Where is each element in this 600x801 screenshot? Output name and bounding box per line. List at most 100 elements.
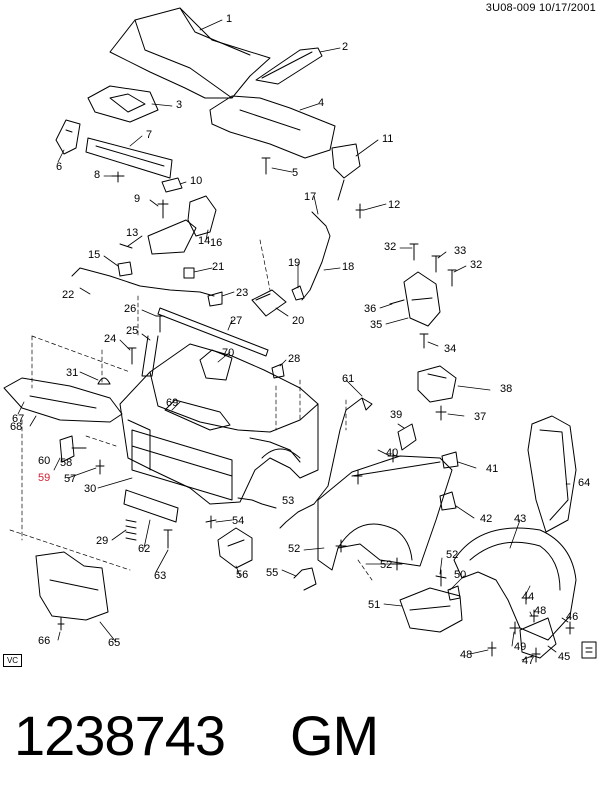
callout-40: 40 bbox=[386, 447, 398, 459]
callout-37: 37 bbox=[474, 411, 486, 423]
bolt-34-part bbox=[419, 333, 429, 349]
bolt-32a-part bbox=[409, 243, 419, 261]
bracket-6-part bbox=[55, 119, 81, 155]
callout-21: 21 bbox=[212, 261, 224, 273]
fastener-48a-part bbox=[487, 641, 497, 657]
callout-8: 8 bbox=[94, 169, 100, 181]
callout-39: 39 bbox=[390, 409, 402, 421]
latch-panel-part bbox=[87, 85, 159, 123]
footer-part-number: 1238743 bbox=[14, 704, 226, 767]
screw-66-part bbox=[57, 617, 65, 631]
leader-lines bbox=[17, 19, 571, 661]
front-fender-part bbox=[317, 455, 453, 571]
splash-shield-51-part bbox=[399, 587, 463, 633]
callout-41: 41 bbox=[486, 463, 498, 475]
callout-56: 56 bbox=[236, 569, 248, 581]
hood-seal-strip-part bbox=[157, 307, 269, 357]
callout-17: 17 bbox=[304, 191, 316, 203]
air-deflector-part bbox=[209, 95, 336, 159]
clip-23-part bbox=[207, 291, 223, 307]
callout-60: 60 bbox=[38, 455, 50, 467]
callout-25: 25 bbox=[126, 325, 138, 337]
bolt-5-part bbox=[261, 157, 271, 175]
callout-9: 9 bbox=[134, 193, 140, 205]
bracket-56-part bbox=[217, 527, 253, 569]
bracket-15-part bbox=[147, 219, 197, 255]
bolt-52b-part bbox=[335, 539, 347, 553]
callout-58: 58 bbox=[60, 457, 72, 469]
callout-7: 7 bbox=[146, 129, 152, 141]
callout-19: 19 bbox=[288, 257, 300, 269]
fastener-48b-part bbox=[529, 609, 539, 623]
bracket-39-part bbox=[397, 423, 417, 451]
callout-38: 38 bbox=[500, 383, 512, 395]
callout-47: 47 bbox=[522, 655, 534, 667]
callout-65: 65 bbox=[108, 637, 120, 649]
callout-31: 31 bbox=[66, 367, 78, 379]
callout-20: 20 bbox=[292, 315, 304, 327]
guide-lines bbox=[9, 239, 373, 581]
callout-53: 53 bbox=[282, 495, 294, 507]
mount-bracket-35-part bbox=[403, 271, 441, 327]
fastener-49-part bbox=[509, 621, 521, 635]
callout-57: 57 bbox=[64, 473, 76, 485]
callout-23: 23 bbox=[236, 287, 248, 299]
cable-61-part bbox=[279, 397, 363, 529]
spring-29-part bbox=[125, 519, 137, 541]
fastener-46-part bbox=[565, 621, 575, 635]
callout-33: 33 bbox=[454, 245, 466, 257]
brace-25-part bbox=[141, 335, 159, 377]
bolt-8-part bbox=[111, 171, 125, 183]
clip-14-part bbox=[117, 261, 133, 277]
callout-32: 32 bbox=[470, 259, 482, 271]
bolt-52c-part bbox=[435, 569, 447, 587]
callout-68: 68 bbox=[10, 421, 22, 433]
callout-49: 49 bbox=[514, 641, 526, 653]
callout-45: 45 bbox=[558, 651, 570, 663]
bumper-31-part bbox=[97, 377, 111, 385]
callout-12: 12 bbox=[388, 199, 400, 211]
clip-28-part bbox=[271, 363, 285, 379]
release-cable-part bbox=[71, 267, 215, 297]
callout-42: 42 bbox=[480, 513, 492, 525]
callout-66: 66 bbox=[38, 635, 50, 647]
label-10-part bbox=[161, 177, 183, 193]
callout-13: 13 bbox=[126, 227, 138, 239]
mount-38-part bbox=[417, 365, 457, 403]
wheelhouse-liner-part bbox=[453, 527, 577, 641]
upper-support-rail-part bbox=[85, 137, 173, 179]
callout-18: 18 bbox=[342, 261, 354, 273]
callout-44: 44 bbox=[522, 591, 534, 603]
module-20-part bbox=[251, 289, 287, 317]
bolt-37-part bbox=[435, 405, 447, 421]
callout-6: 6 bbox=[56, 161, 62, 173]
hood-part bbox=[109, 7, 271, 99]
info-badge-icon bbox=[581, 641, 597, 659]
callout-46: 46 bbox=[566, 611, 578, 623]
callout-50: 50 bbox=[454, 569, 466, 581]
diagram-header: 3U08-009 10/17/2001 bbox=[486, 2, 596, 14]
callout-52: 52 bbox=[288, 543, 300, 555]
callout-27: 27 bbox=[230, 315, 242, 327]
bolt-33-part bbox=[431, 255, 441, 273]
latch-16-part bbox=[187, 195, 217, 237]
callout-62: 62 bbox=[138, 543, 150, 555]
callout-22: 22 bbox=[62, 289, 74, 301]
bolt-57-part bbox=[205, 515, 217, 529]
callout-28: 28 bbox=[288, 353, 300, 365]
callout-1: 1 bbox=[226, 13, 232, 25]
callout-35: 35 bbox=[370, 319, 382, 331]
bolt-26-part bbox=[155, 315, 165, 333]
diagram-ref: 3U08-009 bbox=[485, 2, 536, 14]
bolt-24-part bbox=[127, 347, 137, 365]
radiator-part bbox=[131, 429, 233, 501]
clip-42-part bbox=[439, 491, 457, 511]
wire-54-part bbox=[237, 497, 277, 509]
baffle-62-part bbox=[123, 489, 179, 523]
callout-55: 55 bbox=[266, 567, 278, 579]
callout-52: 52 bbox=[380, 559, 392, 571]
callout-5: 5 bbox=[292, 167, 298, 179]
callout-34: 34 bbox=[444, 343, 456, 355]
callout-4: 4 bbox=[318, 97, 324, 109]
